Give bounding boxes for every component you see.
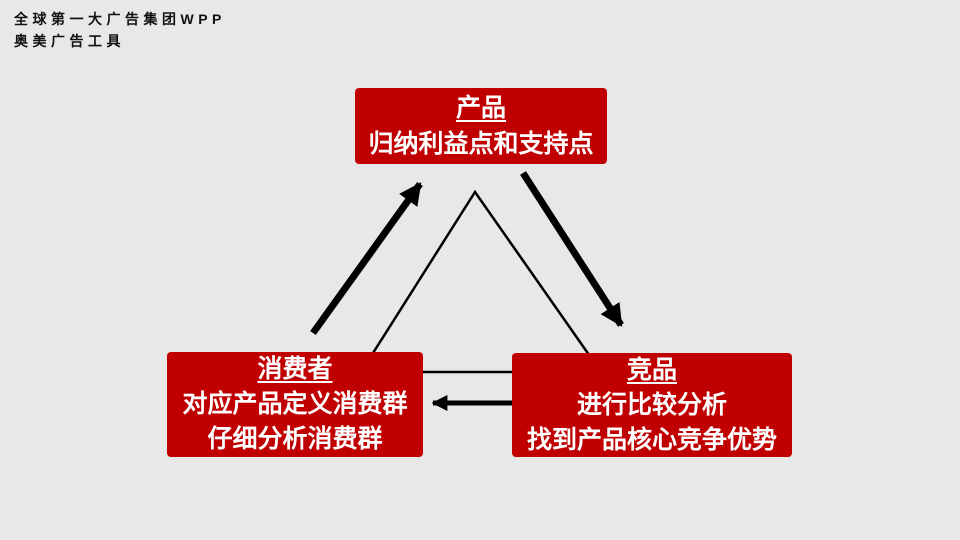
node-product-title: 产品 (455, 94, 506, 122)
node-competitor-line1: 进行比较分析 (576, 390, 727, 419)
node-competitor-title: 竞品 (626, 355, 677, 384)
node-competitor-line2: 找到产品核心竞争优势 (526, 425, 777, 454)
node-product-line1: 归纳利益点和支持点 (368, 130, 594, 158)
node-consumer-title: 消费者 (257, 355, 333, 383)
node-competitor: 竞品 进行比较分析 找到产品核心竞争优势 (512, 353, 792, 457)
arrow-product-to-competitor (520, 171, 624, 327)
node-consumer: 消费者 对应产品定义消费群 仔细分析消费群 (167, 352, 423, 457)
node-consumer-line1: 对应产品定义消费群 (182, 390, 408, 418)
triangle-outline (358, 189, 604, 374)
slide-header: 全球第一大广告集团WPP 奥美广告工具 (14, 8, 226, 52)
slide-header-line1: 全球第一大广告集团WPP (14, 11, 226, 27)
arrow-consumer-to-product (310, 181, 423, 336)
node-product: 产品 归纳利益点和支持点 (355, 88, 607, 164)
node-consumer-line2: 仔细分析消费群 (207, 425, 383, 453)
slide-header-line2: 奥美广告工具 (14, 33, 125, 49)
